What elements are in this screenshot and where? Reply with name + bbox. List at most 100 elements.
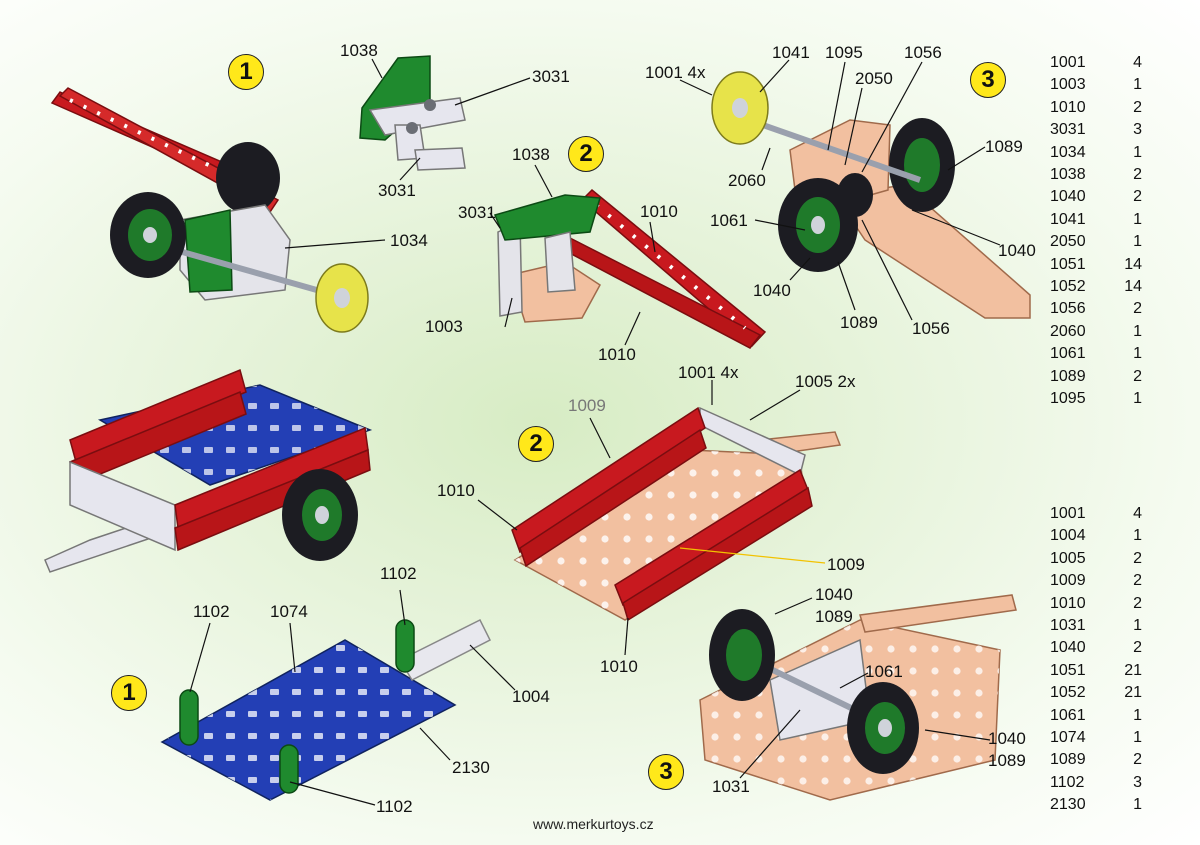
part-label: 1010 [600,657,638,676]
part-label: 1040 [753,281,791,300]
part-code: 1089 [1050,367,1086,385]
part-quantity: 2 [1133,367,1142,385]
part-code: 1009 [1050,572,1086,590]
trailer-model-left [44,368,373,573]
part-label: 1009 [827,555,865,574]
part-quantity: 14 [1124,278,1142,296]
part-quantity: 3 [1133,121,1142,139]
leader-lines [189,58,1001,806]
red-strip [511,406,706,554]
tray-model-2 [511,406,842,622]
part-label: 3031 [458,203,496,222]
part-code: 1034 [1050,143,1086,161]
part-quantity: 1 [1133,706,1142,724]
part-label: 1001 4x [678,363,739,382]
part-code: 1001 [1050,505,1086,522]
red-strip [622,486,813,622]
bracket-3031-detail [359,55,466,171]
part-code: 1051 [1050,255,1086,273]
part-label: 1102 [380,564,417,583]
part-quantity: 1 [1133,76,1142,94]
part-label: 1089 [988,751,1026,770]
model-3-top [711,71,1031,319]
plate-holes [515,450,805,620]
copper-strip [859,594,1017,633]
bolt [406,122,418,134]
parts-list-row: 1001 4 [1050,503,1150,525]
step-badge-1: 1 [228,54,264,90]
red-strip [519,428,707,568]
part-label: 1010 [640,202,678,221]
part-quantity: 1 [1133,322,1142,340]
wheel-center [878,719,892,737]
part-quantity: 2 [1133,751,1142,769]
parts-list-row: 1061 1 [1050,343,1150,365]
part-quantity: 21 [1124,684,1142,702]
part-code: 1040 [1050,639,1086,657]
green-plate [493,194,601,241]
part-label: 1004 [512,687,550,706]
plate-holes [162,640,455,800]
part-code: 3031 [1050,121,1086,139]
part-code: 1041 [1050,210,1086,228]
part-label: 1056 [904,43,942,62]
part-quantity: 1 [1133,617,1142,635]
step-badge-3: 3 [970,62,1006,98]
part-code: 1102 [1050,773,1085,791]
part-label: 1040 [988,729,1026,748]
green-bracket-1102 [179,689,199,746]
parts-list-row: 2130 1 [1050,794,1150,816]
green-bracket-1102 [395,619,415,673]
part-code: 2050 [1050,233,1086,251]
part-label: 1003 [425,317,463,336]
part-label: 1061 [865,662,903,681]
part-label: 1005 2x [795,372,856,391]
parts-list-row: 1052 21 [1050,682,1150,704]
part-label: 1010 [598,345,636,364]
silver-bracket [544,231,576,293]
website-footer: www.merkurtoys.cz [533,816,654,832]
part-code: 1052 [1050,684,1086,702]
part-quantity: 2 [1133,572,1142,590]
part-label: 1102 [376,797,413,816]
part-code: 2130 [1050,796,1086,814]
parts-list-row: 3031 3 [1050,119,1150,141]
part-quantity: 2 [1133,188,1142,206]
part-label: 1001 4x [645,63,706,82]
part-label: 2060 [728,171,766,190]
part-code: 1074 [1050,729,1086,747]
part-quantity: 2 [1133,594,1142,612]
wheel-tire [216,142,280,214]
part-label: 1009 [568,396,606,415]
step-badge-1: 1 [111,675,147,711]
part-code: 1061 [1050,345,1086,363]
red-strip [580,188,767,348]
part-quantity: 4 [1133,505,1142,522]
part-quantity: 14 [1124,255,1142,273]
model-1-top [50,87,369,333]
part-code: 1004 [1050,527,1086,545]
part-quantity: 4 [1133,54,1142,71]
step-badge-2: 2 [518,426,554,462]
part-quantity: 1 [1133,345,1142,363]
part-label: 1095 [825,43,863,62]
green-bracket-1102 [279,744,299,794]
part-code: 1051 [1050,661,1086,679]
strip-holes [69,98,263,192]
silver-strip-1004 [398,618,492,681]
part-quantity: 1 [1133,390,1142,408]
part-quantity: 1 [1133,796,1142,814]
part-quantity: 2 [1133,98,1142,116]
wheel-hub [904,138,940,192]
part-quantity: 2 [1133,166,1142,184]
part-quantity: 1 [1133,143,1142,161]
